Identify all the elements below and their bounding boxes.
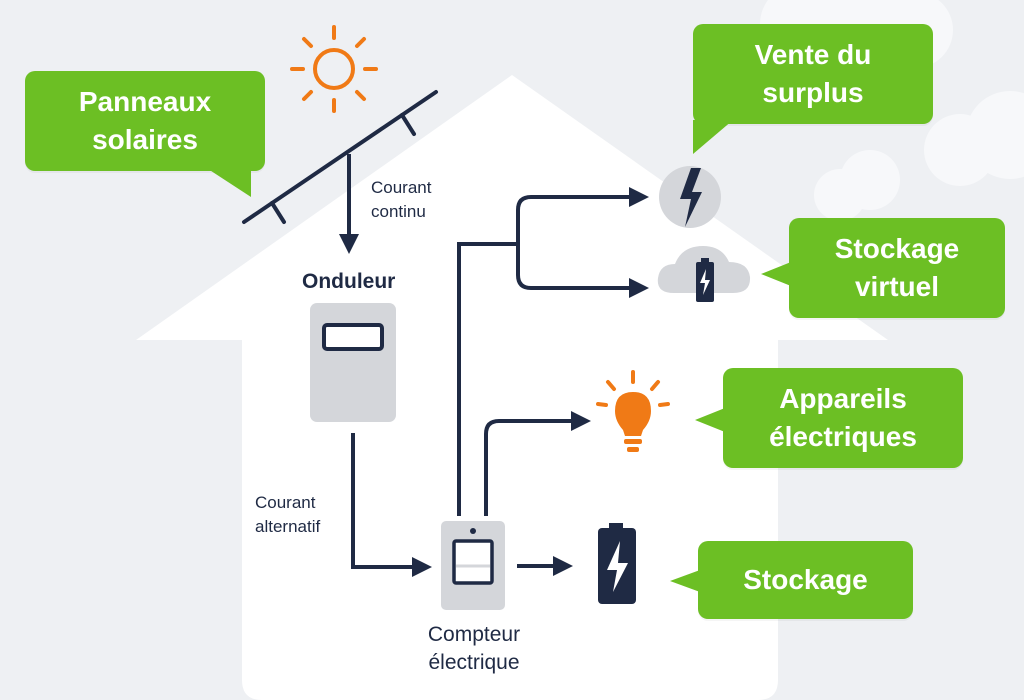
light-bulb-icon: [596, 370, 670, 452]
solar-panel-icon: [242, 90, 438, 224]
label-courant-continu: Courant continu: [371, 178, 432, 221]
label-compteur-electrique: Compteur électrique: [427, 623, 521, 675]
callout-appareils-electriques: Appareils électriques: [695, 368, 963, 468]
inverter-icon: [310, 303, 396, 422]
sun-icon: [290, 25, 378, 113]
callout-stockage-virtuel: Stockage virtuel: [761, 218, 1005, 318]
distribution-lines: [457, 187, 649, 576]
callout-stockage-text: Stockage: [743, 564, 868, 596]
meter-icon: [441, 521, 505, 610]
cloud-battery-icon: [657, 246, 751, 302]
lightning-icon: [659, 166, 721, 228]
battery-icon: [598, 523, 636, 604]
callout-panneaux-solaires: Panneaux solaires: [25, 71, 265, 197]
label-courant-alternatif: Courant alternatif: [255, 493, 321, 536]
callout-vente-du-surplus: Vente du surplus: [693, 24, 933, 154]
arrow-inverter-to-meter: [351, 433, 432, 577]
label-onduleur: Onduleur: [302, 270, 396, 293]
callout-stockage: Stockage: [670, 541, 913, 619]
callout-vente-text: Vente du surplus: [754, 39, 872, 108]
callout-virtuel-text: Stockage virtuel: [834, 233, 960, 302]
callout-appareils-text: Appareils électriques: [769, 383, 917, 452]
callout-panneaux-text: Panneaux solaires: [78, 86, 212, 155]
